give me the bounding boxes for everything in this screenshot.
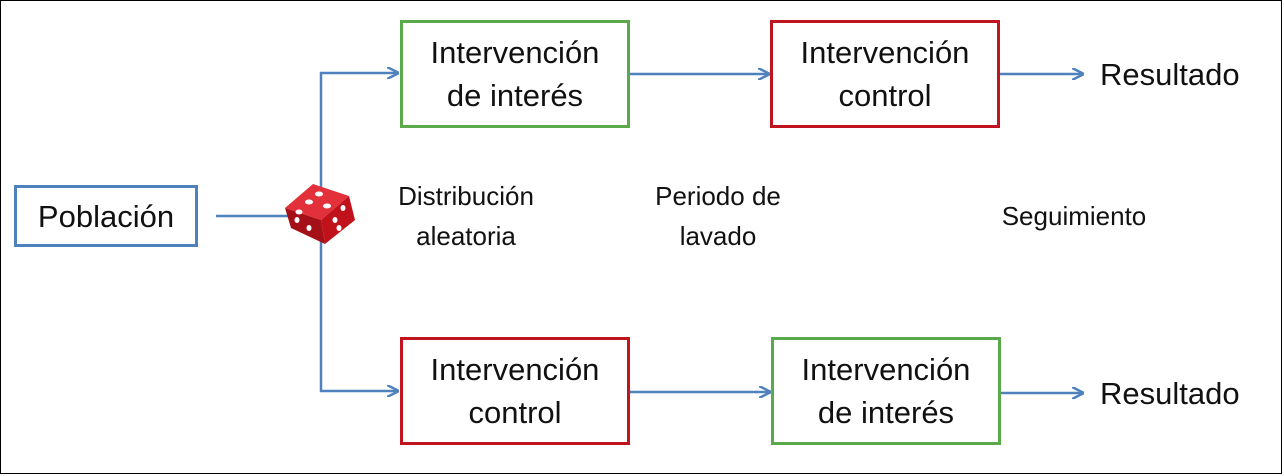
top-interest-box: Intervención de interés	[400, 20, 630, 128]
randomization-line1: Distribución	[398, 181, 534, 211]
washout-line1: Periodo de	[655, 181, 781, 211]
bottom-interest-line1: Intervención	[801, 352, 971, 387]
population-label: Población	[37, 198, 175, 234]
bottom-control-line2: control	[468, 395, 562, 430]
population-box: Población	[14, 185, 198, 247]
washout-label: Periodo de lavado	[640, 176, 796, 256]
washout-line2: lavado	[679, 221, 757, 251]
randomization-label: Distribución aleatoria	[384, 176, 548, 256]
randomization-line2: aleatoria	[416, 221, 516, 251]
bottom-result-label: Resultado	[1100, 376, 1240, 411]
top-interest-line2: de interés	[446, 78, 584, 113]
dice-icon	[285, 184, 355, 244]
bottom-interest-line2: de interés	[817, 395, 955, 430]
top-interest-line1: Intervención	[430, 35, 600, 70]
split-bottom-arrow	[319, 232, 398, 391]
top-control-line2: control	[838, 78, 932, 113]
bottom-control-box: Intervención control	[400, 337, 630, 445]
bottom-control-line1: Intervención	[430, 352, 600, 387]
top-result-label: Resultado	[1100, 57, 1240, 92]
top-control-line1: Intervención	[800, 35, 970, 70]
split-top-arrow	[319, 73, 398, 200]
followup-label: Seguimiento	[1001, 201, 1147, 231]
bottom-interest-box: Intervención de interés	[771, 337, 1001, 445]
top-control-box: Intervención control	[770, 20, 1000, 128]
